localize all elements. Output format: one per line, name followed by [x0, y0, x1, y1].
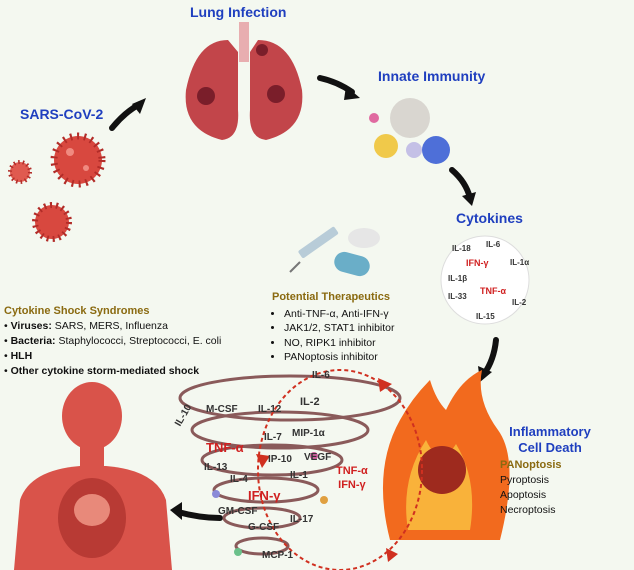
arrowhead-icon [132, 86, 492, 520]
therapeutic-item: JAK1/2, STAT1 inhibitor [284, 321, 432, 336]
human-body-icon [14, 382, 172, 570]
cytokine-bead-icon [212, 452, 328, 556]
cytokine-circle [440, 235, 530, 325]
storm-cytokine-label: G-CSF [248, 522, 280, 533]
cytokine-label: IL-6 [486, 240, 501, 249]
cell-death-label: Cell Death [518, 440, 582, 455]
fire-icon [382, 370, 510, 540]
cytokine-label: IFN-γ [466, 258, 489, 268]
inflammatory-label: Inflammatory [509, 424, 591, 439]
storm-cytokine-label: IP-10 [268, 454, 292, 465]
storm-center-tnf: TNF-α [336, 465, 368, 477]
therapeutics-title: Potential Therapeutics [272, 291, 390, 303]
storm-cytokine-label: IL-4 [230, 474, 248, 485]
cytokine-shock-syndromes: Cytokine Shock Syndromes • Viruses: SARS… [4, 304, 244, 379]
lung-infection-label: Lung Infection [190, 4, 287, 20]
therapeutic-item: NO, RIPK1 inhibitor [284, 336, 432, 351]
innate-immunity-label: Innate Immunity [378, 68, 486, 84]
shock-item: • HLH [4, 350, 33, 362]
shock-item: • Viruses: SARS, MERS, Influenza [4, 320, 168, 332]
virus-large-icon [50, 132, 106, 188]
storm-loop [257, 369, 423, 570]
cytokine-storm-tornado-icon [178, 374, 402, 556]
shock-title: Cytokine Shock Syndromes [4, 305, 150, 317]
storm-cytokine-label: IL-6 [312, 370, 330, 381]
storm-cytokine-label: MIP-1α [292, 428, 325, 439]
panoptosis-item: Pyroptosis [500, 474, 550, 486]
storm-center-cytokines: TNF-α IFN-γ [336, 464, 368, 492]
storm-cytokine-label: MCP-1 [262, 550, 294, 561]
storm-cytokine-label: GM-CSF [218, 506, 258, 517]
potential-therapeutics: Potential Therapeutics Anti-TNF-α, Anti-… [272, 290, 432, 365]
virus-medium-icon [32, 202, 72, 242]
cytokine-label: IL-1β [448, 274, 468, 283]
storm-cytokine-label: IL-17 [290, 514, 314, 525]
panoptosis-list: PANoptosis Pyroptosis Apoptosis Necropto… [500, 458, 562, 518]
storm-cytokine-label: IFN-γ [248, 488, 281, 503]
cytokine-label: IL-15 [476, 312, 495, 321]
storm-cytokine-label: IL-7 [264, 432, 282, 443]
storm-center-ifn: IFN-γ [338, 479, 366, 491]
lungs-icon [185, 22, 303, 140]
storm-cytokine-label: IL-10 [173, 402, 195, 429]
storm-cytokine-label: IL-1 [290, 470, 308, 481]
therapeutic-item: Anti-TNF-α, Anti-IFN-γ [284, 307, 432, 322]
virus-small-icon [8, 160, 32, 184]
shock-item: • Other cytokine storm-mediated shock [4, 365, 200, 377]
cytokine-circle-labels: IL-18 IL-6 IL-1α IFN-γ IL-1β TNF-α IL-33… [440, 236, 530, 326]
storm-cytokine-label: IL-13 [204, 462, 228, 473]
cytokines-label: Cytokines [456, 210, 523, 226]
red-arrowhead-icon [256, 378, 398, 562]
cytokine-label: IL-2 [512, 298, 527, 307]
sars-cov2-label: SARS-CoV-2 [20, 106, 104, 122]
storm-cytokine-label: IL-12 [258, 404, 282, 415]
pill-icon [334, 228, 380, 277]
storm-cytokine-label: IL-2 [300, 396, 320, 408]
shock-item: • Bacteria: Staphylococci, Streptococci,… [4, 335, 222, 347]
panoptosis-item: Apoptosis [500, 489, 547, 501]
therapeutic-item: PANoptosis inhibitor [284, 350, 432, 365]
cytokine-label: IL-1α [510, 258, 530, 267]
syringe-icon [289, 226, 339, 273]
cytokine-label: TNF-α [480, 286, 507, 296]
panoptosis-title: PANoptosis [500, 459, 562, 471]
cytokine-label: IL-33 [448, 292, 467, 301]
cytokine-label: IL-18 [452, 244, 471, 253]
storm-cytokine-label: TNF-α [206, 440, 244, 455]
panoptosis-item: Necroptosis [500, 504, 556, 516]
storm-cytokine-label: M-CSF [206, 404, 238, 415]
inflammatory-cell-death-label: Inflammatory Cell Death [500, 424, 600, 456]
immune-cells-icon [369, 98, 450, 164]
storm-cytokine-label: VEGF [304, 452, 332, 463]
